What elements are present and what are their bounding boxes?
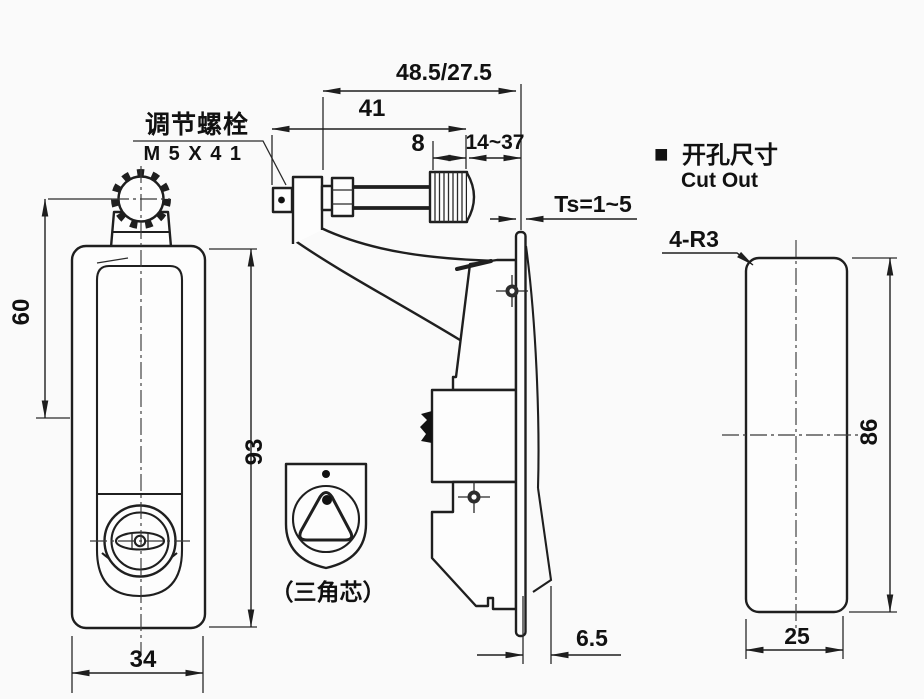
knurl-lines	[434, 172, 463, 222]
front-view: 60 93 34	[8, 166, 268, 693]
dim-panel-thickness: Ts=1~5	[554, 191, 632, 217]
dim-body-height: 93	[241, 439, 268, 466]
triangle-core-icon	[298, 491, 354, 542]
dim-total-depth: 48.5/27.5	[396, 59, 492, 85]
dim-cutout-width: 25	[784, 623, 810, 649]
handle-recess	[95, 264, 184, 598]
dim-arm-length: 41	[359, 95, 386, 122]
key-slot	[114, 531, 166, 551]
core-badge-outline	[284, 462, 368, 570]
badge-top-dot	[322, 470, 330, 478]
dim-knob-len: 8	[411, 130, 424, 157]
adjust-bolt-assembly	[271, 170, 476, 244]
dim-cutout-height: 86	[856, 419, 883, 446]
gasket-flange-curve	[524, 245, 540, 489]
dim65-ext	[522, 586, 552, 664]
highlight-line	[96, 257, 129, 264]
adjust-bolt-label: 调节螺栓	[145, 110, 249, 139]
dim93-ext-lines	[209, 248, 257, 628]
arm-upper-edge	[319, 226, 499, 263]
bottom-hook-wedge	[532, 487, 553, 593]
hex-nut	[330, 176, 355, 218]
cutout-title-en: Cut Out	[681, 169, 758, 192]
triangle-core-detail: （三角芯）	[271, 462, 386, 605]
cutout-title-cn: 开孔尺寸	[682, 142, 778, 169]
threaded-shaft	[353, 185, 430, 210]
core-circle	[291, 484, 361, 554]
housing-upper	[451, 258, 518, 392]
dim34-ext-lines	[71, 636, 204, 693]
dim60-ext-lines	[36, 198, 112, 419]
corner-radius-leader	[662, 251, 754, 266]
nut-facet-lines	[332, 189, 353, 205]
dim-knob-offset: 60	[8, 299, 35, 326]
dim-grip-range: 14~37	[466, 131, 525, 154]
cam-box	[430, 388, 518, 484]
spring-serration	[420, 411, 432, 443]
arm-lower-edge	[292, 238, 462, 342]
adjust-bolt-spec: M 5 X 4 1	[143, 143, 242, 165]
side-view: 48.5/27.5 41 8 14~37 Ts=1~5 6.5 调节螺栓 M 5…	[133, 59, 637, 664]
triangle-apex-dot	[322, 495, 332, 505]
cutout-view: ■ 开孔尺寸 Cut Out 4-R3 86 25	[654, 141, 897, 659]
dim-hook-offset: 6.5	[576, 625, 608, 651]
mounting-panel	[514, 230, 527, 638]
adjust-bolt-leader	[133, 140, 287, 186]
pivot-pin	[278, 196, 285, 204]
section-bullet: ■	[654, 141, 669, 168]
screw-top	[496, 275, 528, 307]
bolt-bracket	[291, 175, 324, 244]
screw-bottom	[458, 481, 490, 513]
arm-housing-joint	[455, 259, 493, 271]
corner-radius-note: 4-R3	[669, 226, 719, 252]
dim-body-width: 34	[130, 646, 157, 673]
knob-dome	[465, 172, 476, 222]
dim41-ext	[271, 135, 467, 185]
triangle-core-label: （三角芯）	[271, 579, 386, 605]
